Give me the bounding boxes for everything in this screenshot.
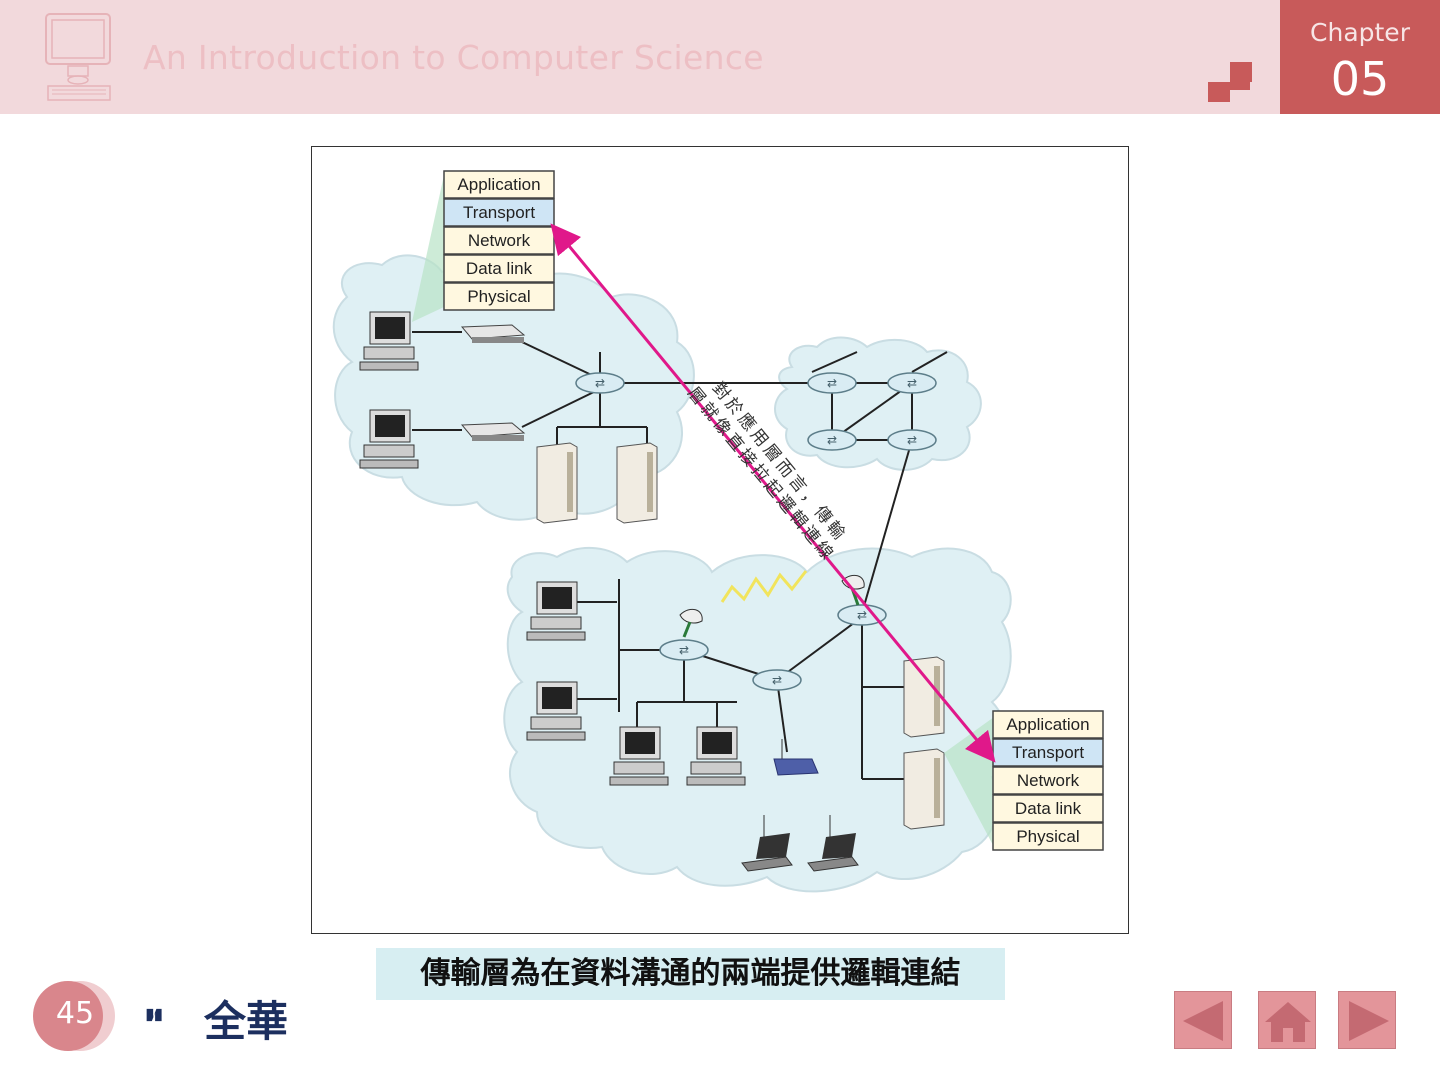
page-number-badge: [33, 981, 115, 1051]
desktop-computer-icon: [359, 311, 419, 371]
header-bar: An Introduction to Computer Science Chap…: [0, 0, 1440, 114]
modem-icon: [460, 324, 526, 343]
home-icon: [1265, 1002, 1311, 1042]
router: ⇄: [887, 429, 937, 451]
svg-text:⇄: ⇄: [595, 376, 605, 390]
router: ⇄: [807, 372, 857, 394]
svg-text:⇄: ⇄: [772, 673, 782, 687]
svg-text:⇄: ⇄: [827, 433, 837, 447]
publisher-logo-icon: [146, 1008, 162, 1022]
stack-layer-data-link: Data link: [466, 259, 533, 278]
next-slide-button[interactable]: [1338, 991, 1396, 1049]
stack-layer-application: Application: [1006, 715, 1089, 734]
computer-icon: [45, 13, 111, 101]
network-diagram-figure: ⇄ ⇄ ⇄ ⇄ ⇄ ⇄ ⇄ ⇄: [311, 146, 1129, 934]
course-title: An Introduction to Computer Science: [143, 38, 764, 77]
protocol-stack-bottom-right: Application Transport Network Data link …: [992, 710, 1104, 851]
router: ⇄: [887, 372, 937, 394]
server-tower-icon: [536, 442, 578, 524]
cloud-network-top-right: [774, 336, 982, 471]
logical-connection-arrow: [550, 223, 996, 763]
svg-text:⇄: ⇄: [857, 608, 867, 622]
publisher-logo-text: 全華: [204, 997, 289, 1046]
stack-layer-physical: Physical: [467, 287, 530, 306]
stack-layer-physical: Physical: [1016, 827, 1079, 846]
router: ⇄: [752, 669, 802, 691]
router: ⇄: [807, 429, 857, 451]
stack-layer-application: Application: [457, 175, 540, 194]
stack-projection-wedge: [412, 175, 444, 322]
stack-layer-network: Network: [468, 231, 531, 250]
svg-text:⇄: ⇄: [679, 643, 689, 657]
stack-layer-data-link: Data link: [1015, 799, 1082, 818]
stack-layer-transport: Transport: [1012, 743, 1084, 762]
home-button[interactable]: [1258, 991, 1316, 1049]
figure-caption: 傳輸層為在資料溝通的兩端提供邏輯連結: [376, 948, 1005, 1000]
protocol-stack-top-left: Application Transport Network Data link …: [443, 170, 555, 311]
desktop-computer-icon: [359, 409, 419, 469]
decorative-squares-icon: [1208, 62, 1252, 102]
laptop-icon: [807, 815, 859, 872]
page-number: 45: [55, 996, 95, 1031]
triangle-right-icon: [1349, 1001, 1389, 1041]
stack-layer-network: Network: [1017, 771, 1080, 790]
chapter-badge: Chapter 05: [1280, 0, 1440, 114]
stack-layer-transport: Transport: [463, 203, 535, 222]
svg-text:⇄: ⇄: [907, 433, 917, 447]
modem-icon: [460, 422, 526, 441]
server-tower-icon: [903, 748, 945, 830]
chapter-number: 05: [1330, 52, 1390, 106]
server-tower-icon: [903, 656, 945, 738]
router: ⇄: [659, 639, 709, 661]
server-tower-icon: [616, 442, 658, 524]
laptop-icon: [741, 815, 793, 872]
svg-text:⇄: ⇄: [827, 376, 837, 390]
chapter-label: Chapter: [1310, 18, 1410, 47]
previous-slide-button[interactable]: [1174, 991, 1232, 1049]
triangle-left-icon: [1183, 1001, 1223, 1041]
svg-text:⇄: ⇄: [907, 376, 917, 390]
network-diagram: ⇄ ⇄ ⇄ ⇄ ⇄ ⇄ ⇄ ⇄: [332, 170, 1104, 893]
router: ⇄: [575, 372, 625, 394]
